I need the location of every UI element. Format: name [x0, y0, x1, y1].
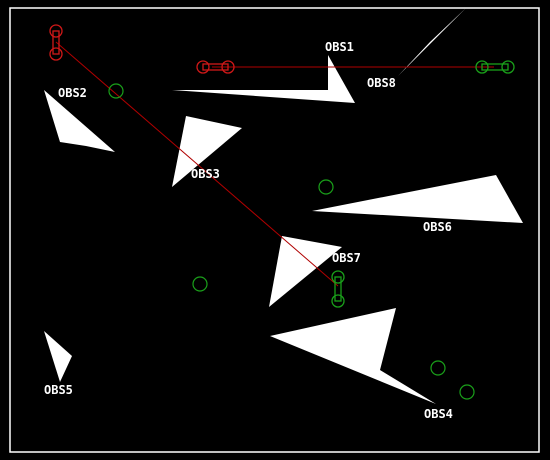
- obstacle-obs8: [398, 8, 466, 76]
- robot-red-start[interactable]: [49, 24, 63, 61]
- robot-green-start[interactable]: [331, 270, 345, 308]
- obstacle-label-obs5: OBS5: [44, 383, 73, 397]
- obstacle-label-obs7: OBS7: [332, 251, 361, 265]
- obstacle-obs1: [172, 55, 355, 103]
- waypoint-marker: [459, 384, 475, 400]
- obstacle-obs3: [172, 116, 242, 187]
- obstacle-obs7: [269, 236, 342, 307]
- waypoints: [108, 83, 475, 400]
- obstacle-label-obs6: OBS6: [423, 220, 452, 234]
- waypoint-marker: [192, 276, 208, 292]
- waypoint-marker: [318, 179, 334, 195]
- robot-paths: [55, 41, 494, 287]
- robot-green-goal[interactable]: [475, 60, 515, 74]
- robot-red-goal[interactable]: [196, 60, 235, 74]
- obstacle-label-obs1: OBS1: [325, 40, 354, 54]
- obstacle-label-obs4: OBS4: [424, 407, 453, 421]
- waypoint-marker: [108, 83, 124, 99]
- obstacle-label-obs8: OBS8: [367, 76, 396, 90]
- obstacle-labels: OBS1 OBS2 OBS3 OBS4 OBS5 OBS6 OBS7 OBS8: [44, 40, 453, 421]
- obstacle-obs4: [270, 308, 436, 404]
- obstacle-obs5: [44, 331, 72, 382]
- obstacle-label-obs3: OBS3: [191, 167, 220, 181]
- obstacle-obs2: [44, 90, 115, 152]
- obstacles: [44, 8, 523, 404]
- arena-border: [9, 7, 540, 453]
- waypoint-marker: [430, 360, 446, 376]
- obstacle-label-obs2: OBS2: [58, 86, 87, 100]
- obstacle-obs6: [312, 175, 523, 223]
- robot-path-diagonal: [55, 41, 339, 287]
